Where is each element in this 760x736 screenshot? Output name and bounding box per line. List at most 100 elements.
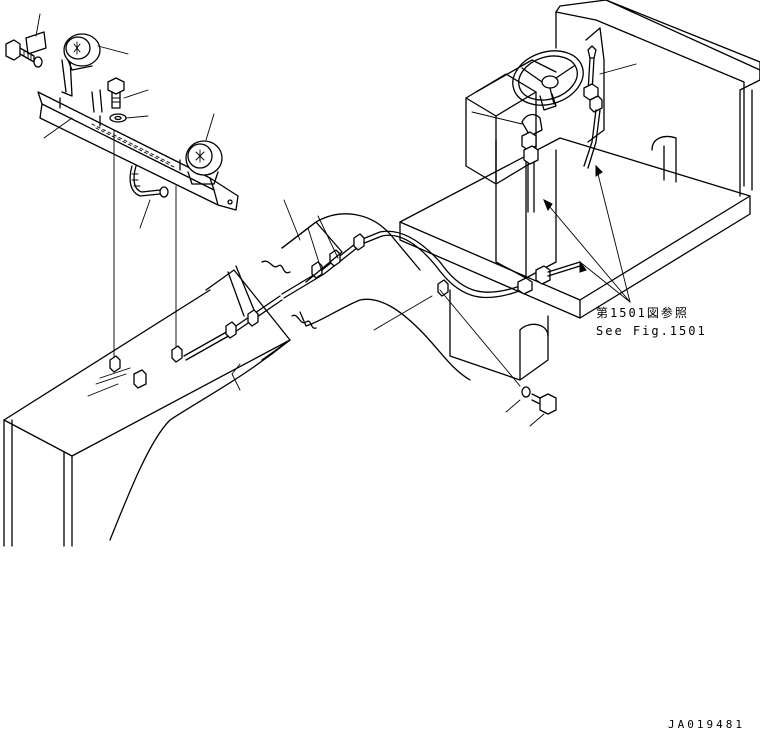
frame-harness-main [281, 230, 521, 295]
switch-wire [527, 161, 535, 213]
guard-rail-top-2 [605, 0, 760, 81]
steering-wheel-inner [518, 55, 578, 101]
arrow-line-1 [543, 199, 631, 303]
clamp-5 [353, 233, 365, 251]
frame-front-plate [3, 419, 73, 547]
bracket-bar-lower [39, 103, 219, 206]
bolt-vertical-thread [111, 97, 121, 103]
clamp-1 [225, 321, 237, 339]
floor-connector-2 [535, 265, 551, 285]
lamp-right-lens [187, 143, 213, 169]
bracket-hole [227, 199, 233, 205]
floor-connector-wire [547, 261, 581, 277]
column-connector-top [587, 45, 597, 59]
bracket-assembly [5, 13, 239, 211]
break-box-left [205, 269, 291, 361]
bracket-stand-mid [91, 89, 103, 113]
floor-connector-1 [517, 277, 533, 295]
leader-harness [139, 199, 151, 229]
bracket-stand-left [61, 57, 73, 97]
arrow-head-2 [595, 164, 603, 177]
steering-post [539, 93, 557, 111]
floor-plate-edge-right [579, 195, 751, 319]
arrow-head-1 [543, 198, 553, 212]
bolt-axis-line [439, 289, 521, 387]
drawing-number: JA019481 [668, 718, 745, 731]
arrow-line-3 [579, 261, 631, 303]
drop-clip-2 [171, 345, 183, 363]
frame-clip [133, 369, 147, 389]
lamp-right [185, 113, 223, 185]
frame-side-continue [299, 298, 471, 381]
tag-plate [25, 31, 47, 55]
lamp-right-mark [195, 149, 205, 163]
bolt-platform-head [539, 393, 557, 415]
main-frame [3, 199, 471, 547]
harness-wire-b [133, 165, 161, 193]
washer-vertical-hole [114, 115, 122, 121]
break-squiggle-2 [291, 314, 317, 329]
break-box-right [281, 221, 343, 283]
platform-stand-arch [519, 323, 549, 337]
bolt-head-left [5, 39, 21, 61]
leader-switch [471, 111, 523, 125]
break-box-right-lines [307, 215, 339, 273]
harness-wire [129, 165, 161, 197]
bolt-vertical-head [107, 77, 125, 95]
reference-jp-text: 第1501図参照 [596, 306, 689, 320]
break-squiggle-1 [261, 260, 291, 274]
arrow-line-2 [595, 165, 631, 303]
leader-bracket [43, 117, 73, 139]
backrest-panel [585, 27, 605, 143]
break-box-left-inner [227, 265, 255, 317]
floor-plate [399, 137, 751, 301]
column-connector-mid-b [589, 95, 603, 113]
bracket-perforations [89, 117, 177, 169]
drop-clip-1 [109, 355, 121, 373]
washer-vertical [109, 113, 127, 123]
lamp-right-base [187, 171, 219, 185]
platform-stand [449, 289, 549, 381]
lamp-top-lens [65, 36, 91, 60]
leader-lamp-top [97, 45, 129, 55]
leader-column [599, 63, 637, 75]
guard-rail-post-right [739, 89, 753, 197]
harness-connector [159, 186, 169, 198]
leader-lamp-right [205, 113, 215, 141]
leader-platform [373, 295, 433, 331]
steering-wheel-outer [512, 50, 584, 106]
operator-platform [373, 0, 760, 381]
bolt-vertical-shank [111, 91, 121, 109]
frame-top-continue [281, 213, 421, 271]
leader-bolt-platform [529, 413, 545, 427]
lamp-harness [129, 165, 169, 229]
harness-bands [131, 173, 141, 187]
frame-harness [183, 215, 523, 361]
leader-bolt-vertical [123, 89, 149, 99]
clamp-3 [311, 261, 323, 279]
guard-rail-post-mid [651, 135, 677, 183]
leader-washer [125, 115, 149, 119]
frame-side-edge [71, 339, 291, 457]
console-switch [521, 113, 543, 137]
bolt-vertical [107, 77, 149, 123]
frame-harness-main-b [283, 234, 523, 299]
lamp-top-mark [73, 41, 81, 55]
switch-connector-b [523, 145, 539, 165]
clamp-2 [247, 309, 259, 327]
bracket-notches [59, 97, 181, 171]
leader-pipe-top [283, 199, 301, 241]
guard-rail-front [555, 11, 745, 187]
bolt-platform [439, 289, 557, 427]
console-back [475, 59, 557, 93]
leader-frame-clip [87, 383, 119, 397]
switch-connector [521, 131, 537, 151]
frame-top-edge-near [3, 289, 211, 421]
guard-rail-top [555, 0, 760, 97]
floor-plate-edge [399, 221, 581, 319]
lamp-top-base [67, 59, 93, 71]
arrow-head-3 [579, 260, 587, 273]
bolt-platform-shank [531, 393, 541, 405]
